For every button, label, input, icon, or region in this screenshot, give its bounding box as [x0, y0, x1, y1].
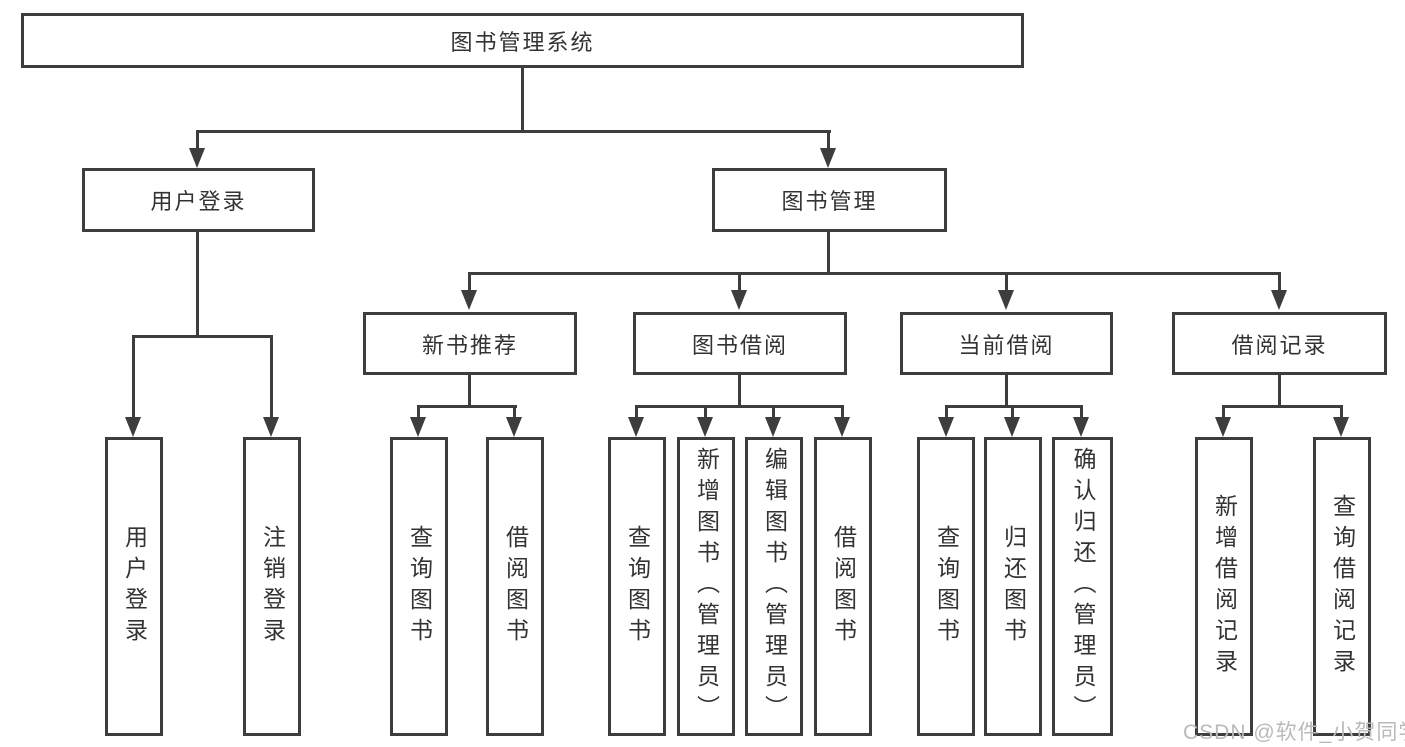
leaf-label: 查询图书 — [406, 524, 433, 649]
connector-login-drop — [132, 335, 135, 417]
leaf-add-book-admin: 新增图书（管理员） — [677, 437, 735, 736]
arrow-down-icon — [506, 417, 522, 437]
connector-current-bar — [945, 405, 1083, 408]
node-library-management-system: 图书管理系统 — [21, 13, 1024, 68]
node-label: 图书借阅 — [691, 332, 788, 358]
arrow-down-icon — [1073, 417, 1089, 437]
connector-recommend-stem — [468, 375, 471, 408]
connector-current-drop — [1011, 405, 1014, 419]
arrow-down-icon — [731, 290, 747, 310]
leaf-label: 查询借阅记录 — [1329, 493, 1356, 680]
leaf-label: 用户登录 — [121, 524, 148, 649]
connector-records-drop — [1222, 405, 1225, 419]
arrow-down-icon — [820, 148, 836, 168]
leaf-label: 借阅图书 — [502, 524, 529, 649]
connector-recommend-drop — [417, 405, 420, 419]
arrow-down-icon — [765, 417, 781, 437]
connector-borrow-drop — [772, 405, 775, 419]
arrow-down-icon — [697, 417, 713, 437]
connector-login-drop — [270, 335, 273, 417]
arrow-down-icon — [1215, 417, 1231, 437]
connector-borrow-drop — [841, 405, 844, 419]
leaf-confirm-return-admin: 确认归还（管理员） — [1052, 437, 1113, 736]
arrow-down-icon — [998, 290, 1014, 310]
connector-borrow-drop — [704, 405, 707, 419]
node-label: 图书管理 — [781, 189, 878, 214]
connector-login-bar — [132, 335, 273, 338]
csdn-watermark: CSDN @软件_小贺同学 — [1183, 721, 1405, 744]
connector-current-stem — [1005, 375, 1008, 408]
node-label: 新书推荐 — [421, 332, 518, 358]
connector-mgmt-bar — [469, 272, 1281, 275]
node-book-management: 图书管理 — [712, 168, 947, 232]
node-label: 用户登录 — [150, 189, 247, 214]
leaf-label: 编辑图书（管理员） — [761, 447, 788, 726]
arrow-down-icon — [628, 417, 644, 437]
leaf-return-books: 归还图书 — [984, 437, 1042, 736]
arrow-down-icon — [263, 417, 279, 437]
leaf-borrow-books-recommend: 借阅图书 — [486, 437, 544, 736]
leaf-query-books-current: 查询图书 — [917, 437, 975, 736]
connector-root-bar — [197, 130, 831, 133]
connector-records-stem — [1278, 375, 1281, 408]
connector-mgmt-stem — [827, 232, 830, 275]
arrow-down-icon — [1271, 290, 1287, 310]
node-label: 图书管理系统 — [450, 29, 595, 55]
leaf-label: 新增图书（管理员） — [693, 447, 720, 726]
arrow-down-icon — [938, 417, 954, 437]
leaf-label: 借阅图书 — [830, 524, 857, 649]
node-new-book-recommend: 新书推荐 — [363, 312, 577, 375]
arrow-down-icon — [1333, 417, 1349, 437]
connector-recommend-drop — [513, 405, 516, 419]
connector-root-stem — [521, 68, 524, 132]
leaf-label: 归还图书 — [1000, 524, 1027, 649]
leaf-label: 确认归还（管理员） — [1070, 447, 1096, 726]
connector-mgmt-drop — [1005, 272, 1008, 292]
connector-borrow-stem — [738, 375, 741, 408]
arrow-down-icon — [461, 290, 477, 310]
connector-borrow-bar — [635, 405, 844, 408]
node-borrow-records: 借阅记录 — [1172, 312, 1387, 375]
arrow-down-icon — [410, 417, 426, 437]
connector-records-bar — [1222, 405, 1343, 408]
leaf-label: 新增借阅记录 — [1211, 493, 1238, 680]
node-label: 借阅记录 — [1231, 332, 1328, 358]
connector-recommend-bar — [417, 405, 517, 408]
leaf-query-books-recommend: 查询图书 — [390, 437, 448, 736]
connector-login-stem — [196, 232, 199, 338]
arrow-down-icon — [189, 148, 205, 168]
node-book-borrow: 图书借阅 — [633, 312, 847, 375]
connector-current-drop — [945, 405, 948, 419]
arrow-down-icon — [125, 417, 141, 437]
leaf-label: 注销登录 — [259, 524, 286, 649]
leaf-label: 查询图书 — [933, 524, 960, 649]
connector-root-drop-right — [827, 130, 830, 150]
arrow-down-icon — [1004, 417, 1020, 437]
leaf-borrow-books: 借阅图书 — [814, 437, 872, 736]
leaf-user-login: 用户登录 — [105, 437, 163, 736]
connector-mgmt-drop — [738, 272, 741, 292]
node-current-borrow: 当前借阅 — [900, 312, 1113, 375]
leaf-label: 查询图书 — [624, 524, 651, 649]
connector-current-drop — [1080, 405, 1083, 419]
node-user-login: 用户登录 — [82, 168, 315, 232]
node-label: 当前借阅 — [958, 332, 1055, 358]
connector-root-drop-left — [196, 130, 199, 150]
arrow-down-icon — [834, 417, 850, 437]
connector-borrow-drop — [635, 405, 638, 419]
connector-mgmt-drop — [468, 272, 471, 292]
leaf-add-borrow-record: 新增借阅记录 — [1195, 437, 1253, 736]
leaf-query-books-borrow: 查询图书 — [608, 437, 666, 736]
connector-records-drop — [1340, 405, 1343, 419]
leaf-query-borrow-record: 查询借阅记录 — [1313, 437, 1371, 736]
leaf-edit-book-admin: 编辑图书（管理员） — [745, 437, 803, 736]
leaf-logout: 注销登录 — [243, 437, 301, 736]
connector-mgmt-drop — [1278, 272, 1281, 292]
